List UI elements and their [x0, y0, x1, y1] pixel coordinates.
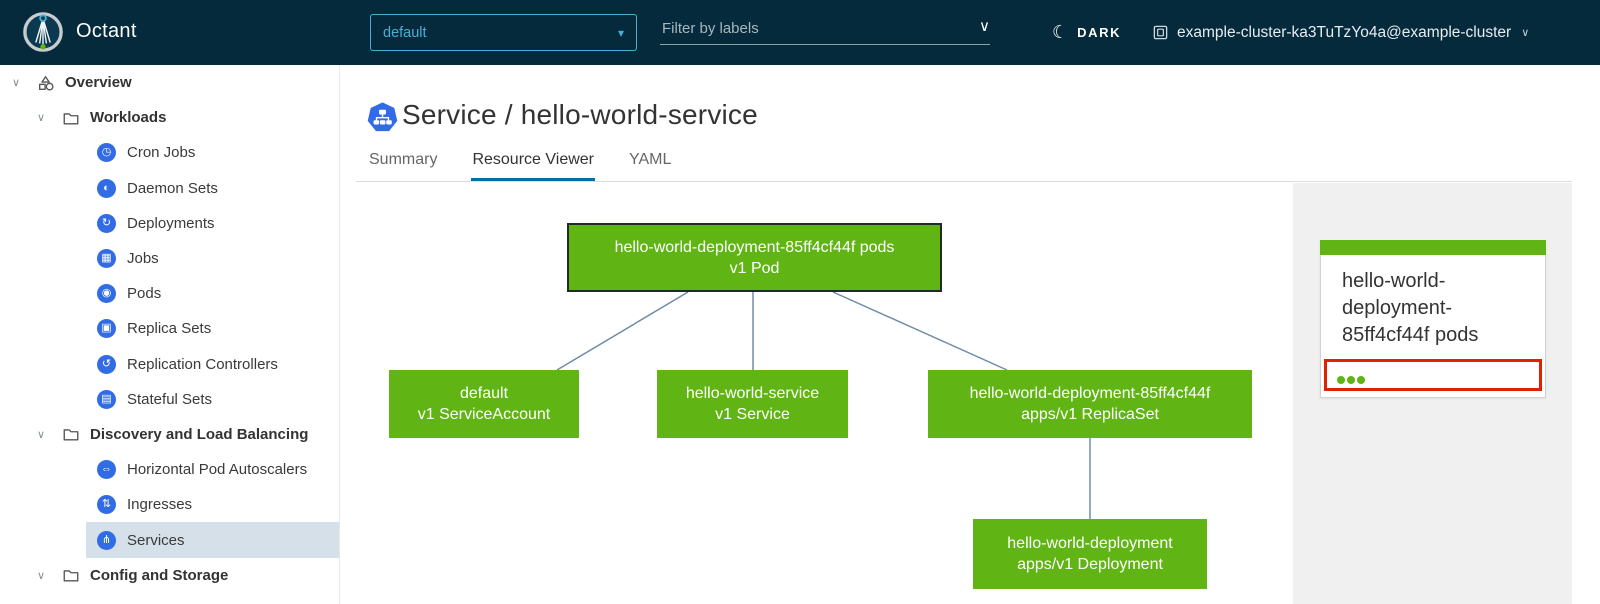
cron-jobs-icon: ◷ — [97, 143, 116, 163]
sidebar-item-label: Daemon Sets — [127, 179, 218, 197]
card-title: hello-world-deployment-85ff4cf44f pods — [1342, 270, 1479, 346]
graph-node-label: apps/v1 ReplicaSet — [1021, 406, 1159, 423]
sidebar-item-label: Pods — [127, 285, 162, 303]
cluster-selector[interactable]: example-cluster-ka3TuTzYo4a@example-clus… — [1152, 0, 1529, 65]
tab-divider — [356, 181, 1572, 182]
pod-status-dot — [1337, 376, 1345, 384]
sidebar-item-cron-jobs[interactable]: ◷ Cron Jobs — [0, 135, 339, 170]
sidebar-item-label: Replication Controllers — [127, 355, 278, 373]
sidebar-item-config-and-storage[interactable]: ∨ Config and Storage — [0, 558, 339, 593]
replication-controllers-icon: ↺ — [97, 354, 116, 374]
cluster-selector-label: example-cluster-ka3TuTzYo4a@example-clus… — [1177, 23, 1512, 41]
jobs-icon: ▦ — [97, 249, 116, 269]
octant-logo-icon — [22, 11, 64, 58]
sidebar-item-replication-controllers[interactable]: ↺ Replication Controllers — [0, 347, 339, 382]
namespace-dropdown-value: default — [383, 24, 427, 41]
app-title: Octant — [76, 20, 137, 42]
sidebar-item-label: Ingresses — [127, 496, 193, 514]
sidebar-item-workloads[interactable]: ∨ Workloads — [0, 100, 339, 135]
graph-node-label: hello-world-deployment-85ff4cf44f — [969, 385, 1211, 402]
sidebar-item-label: Services — [127, 531, 185, 549]
chevron-down-icon[interactable]: ∨ — [12, 77, 21, 90]
graph-node-replicaset[interactable]: hello-world-deployment-85ff4cf44f apps/v1… — [928, 370, 1252, 438]
graph-node-label: hello-world-deployment — [1007, 535, 1173, 552]
horizontal-pod-autoscalers-icon: ⇔ — [97, 460, 116, 480]
sidebar-item-overview[interactable]: ∨ Overview — [0, 65, 339, 100]
moon-icon: ☾ — [1052, 22, 1069, 42]
sidebar: ∨ Overview ∨ Workloads ◷ Cron Jobs ◐ Daemon Set… — [0, 65, 340, 604]
theme-toggle[interactable]: ☾ DARK — [1052, 0, 1121, 65]
graph-node-pod[interactable]: hello-world-deployment-85ff4cf44f pods v1… — [567, 223, 942, 292]
folder-icon — [62, 109, 90, 127]
graph-node-label: v1 Pod — [729, 259, 780, 277]
pod-status-dot — [1357, 376, 1365, 384]
sidebar-item-deployments[interactable]: ↻ Deployments — [0, 206, 339, 241]
sidebar-item-label: Cron Jobs — [127, 144, 196, 162]
chevron-down-icon[interactable]: ∨ — [37, 112, 46, 125]
tab-bar: Summary Resource Viewer YAML — [368, 149, 672, 182]
services-icon: ⋔ — [97, 530, 116, 550]
deployments-icon: ↻ — [97, 213, 116, 233]
namespace-dropdown[interactable]: default ▾ — [370, 14, 637, 51]
page-title: Service / hello-world-service — [402, 99, 758, 130]
sidebar-item-label: Deployments — [127, 214, 215, 232]
chevron-down-icon: ∨ — [1521, 27, 1530, 39]
graph-node-serviceaccount[interactable]: default v1 ServiceAccount — [389, 370, 579, 438]
replica-sets-icon: ▣ — [97, 319, 116, 339]
graph-node-label: v1 Service — [715, 406, 790, 423]
sidebar-item-ingresses[interactable]: ⇅ Ingresses — [0, 487, 339, 522]
tab-summary[interactable]: Summary — [369, 151, 438, 168]
ingresses-icon: ⇅ — [97, 495, 116, 515]
service-hexagon-icon — [366, 101, 399, 139]
sidebar-item-pods[interactable]: ◉ Pods — [0, 276, 339, 311]
dropdown-caret-icon[interactable]: ▾ — [617, 25, 624, 40]
app-header: Octant default ▾ ∨ ☾ DARK example-cluste… — [0, 0, 1600, 65]
graph-node-label: hello-world-deployment-85ff4cf44f pods — [614, 238, 895, 256]
tab-resource-viewer[interactable]: Resource Viewer — [471, 149, 595, 182]
sidebar-item-discovery-and-load-balancing[interactable]: ∨ Discovery and Load Balancing — [0, 417, 339, 452]
sidebar-item-replica-sets[interactable]: ▣ Replica Sets — [0, 311, 339, 346]
sidebar-item-label: Jobs — [127, 250, 159, 268]
chevron-down-icon[interactable]: ∨ — [979, 18, 990, 35]
sidebar-item-services[interactable]: ⋔ Services — [0, 522, 339, 558]
sidebar-item-label: Workloads — [90, 109, 167, 127]
daemon-sets-icon: ◐ — [97, 178, 116, 198]
graph-node-label: hello-world-service — [685, 385, 820, 402]
label-filter-input[interactable] — [660, 19, 980, 38]
sidebar-item-label: Config and Storage — [90, 566, 229, 584]
sidebar-item-label: Replica Sets — [127, 320, 212, 338]
sidebar-item-label: Overview — [65, 74, 132, 92]
theme-toggle-label: DARK — [1077, 25, 1122, 40]
minimap-panel: hello-world-deployment-85ff4cf44f pods — [1293, 183, 1572, 604]
sidebar-item-stateful-sets[interactable]: ▤ Stateful Sets — [0, 382, 339, 417]
graph-node-label: v1 ServiceAccount — [417, 406, 551, 423]
pods-icon: ◉ — [97, 284, 116, 304]
graph-node-label: default — [459, 385, 509, 402]
sidebar-item-horizontal-pod-autoscalers[interactable]: ⇔ Horizontal Pod Autoscalers — [0, 452, 339, 487]
sidebar-item-label: Stateful Sets — [127, 390, 213, 408]
card-status-bar — [1320, 240, 1546, 255]
folder-icon — [62, 425, 90, 443]
graph-node-label: apps/v1 Deployment — [1017, 556, 1163, 573]
cluster-icon — [1152, 24, 1169, 41]
sidebar-item-jobs[interactable]: ▦ Jobs — [0, 241, 339, 276]
chevron-down-icon[interactable]: ∨ — [37, 428, 46, 441]
pod-status-highlight-box — [1324, 359, 1542, 391]
label-filter: ∨ — [660, 13, 990, 45]
overview-icon — [37, 74, 65, 92]
sidebar-item-label: Horizontal Pod Autoscalers — [127, 461, 308, 479]
graph-node-deployment[interactable]: hello-world-deployment apps/v1 Deployment — [973, 519, 1207, 589]
sidebar-item-daemon-sets[interactable]: ◐ Daemon Sets — [0, 171, 339, 206]
folder-icon — [62, 566, 90, 584]
stateful-sets-icon: ▤ — [97, 389, 116, 409]
resource-card[interactable]: hello-world-deployment-85ff4cf44f pods — [1320, 240, 1546, 398]
pod-status-dot — [1347, 376, 1355, 384]
chevron-down-icon[interactable]: ∨ — [37, 569, 46, 582]
sidebar-item-label: Discovery and Load Balancing — [90, 425, 309, 443]
graph-node-service[interactable]: hello-world-service v1 Service — [657, 370, 848, 438]
tab-yaml[interactable]: YAML — [629, 151, 672, 168]
